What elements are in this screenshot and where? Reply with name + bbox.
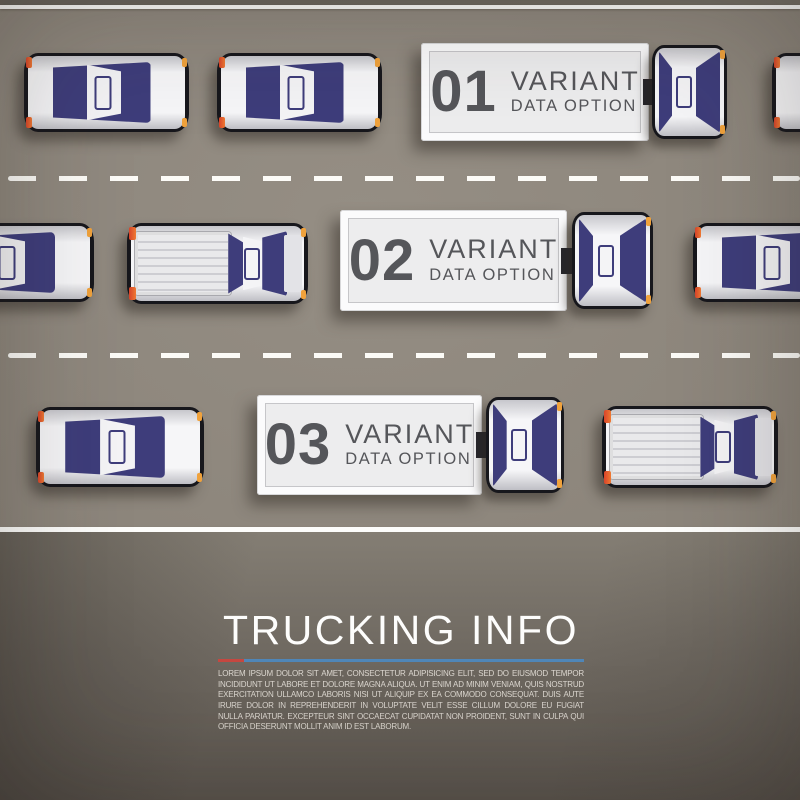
cab-sunroof	[675, 76, 692, 108]
cab-sunroof	[510, 429, 527, 461]
trailer-label-panel: 03 VARIANT DATA OPTION	[265, 403, 474, 487]
truck-trailer: 02 VARIANT DATA OPTION	[340, 210, 567, 311]
cab-rear-window	[659, 51, 673, 133]
car-sunroof	[0, 245, 16, 280]
marker-light	[87, 288, 92, 297]
tail-light	[695, 287, 701, 298]
tail-light	[26, 57, 32, 68]
tail-light	[38, 411, 44, 422]
tail-light	[774, 57, 780, 68]
marker-light	[182, 58, 187, 67]
pickup-bed	[135, 232, 231, 295]
option-number: 03	[264, 412, 332, 477]
pickup-bed	[610, 415, 703, 479]
sedan-car-partial	[772, 53, 800, 132]
tail-light	[26, 117, 32, 128]
pickup-windshield	[262, 231, 288, 296]
lane-divider-dashed-1	[8, 176, 800, 181]
trailer-label-panel: 02 VARIANT DATA OPTION	[348, 218, 559, 303]
tail-light	[774, 117, 780, 128]
option-label: VARIANT	[429, 234, 559, 265]
tail-light	[604, 471, 611, 484]
option-sublabel: DATA OPTION	[429, 265, 556, 284]
truck-trailer: 03 VARIANT DATA OPTION	[257, 395, 482, 495]
option-number: 01	[430, 59, 497, 124]
marker-light	[646, 217, 651, 226]
tail-light	[604, 410, 611, 423]
pickup-hood	[284, 235, 302, 292]
pickup-rear-window	[700, 416, 717, 478]
marker-light	[375, 58, 380, 67]
sedan-car-partial	[693, 223, 800, 302]
road-shoulder-line	[0, 527, 800, 532]
tail-light	[129, 287, 136, 300]
truck-hitch	[561, 247, 575, 274]
marker-light	[771, 411, 776, 420]
option-sublabel: DATA OPTION	[345, 450, 472, 469]
lane-divider-dashed-2	[8, 353, 800, 358]
pickup-rear-window	[228, 233, 245, 294]
truck-cab	[486, 397, 564, 493]
marker-light	[557, 402, 562, 411]
pickup-hood	[754, 418, 772, 476]
car-sunroof	[108, 430, 126, 464]
option-label: VARIANT	[510, 65, 640, 96]
semi-truck-option-3: 03 VARIANT DATA OPTION	[257, 395, 564, 495]
car-sunroof	[763, 245, 781, 280]
sedan-car	[36, 407, 204, 487]
tail-light	[695, 227, 701, 238]
truck-cab	[572, 212, 653, 309]
pickup-windshield	[733, 414, 758, 480]
underline-red-segment	[218, 659, 244, 663]
pickup-sunroof	[715, 431, 732, 463]
marker-light	[301, 290, 306, 299]
marker-light	[720, 125, 725, 134]
marker-light	[87, 228, 92, 237]
tail-light	[38, 472, 44, 483]
truck-trailer: 01 VARIANT DATA OPTION	[421, 43, 649, 141]
sedan-car	[217, 53, 382, 132]
car-sunroof	[287, 75, 305, 110]
option-label: VARIANT	[345, 418, 475, 449]
title-block: TRUCKING INFO LOREM IPSUM DOLOR SIT AMET…	[218, 607, 584, 733]
marker-light	[646, 295, 651, 304]
marker-light	[197, 473, 202, 482]
truck-cab	[652, 45, 727, 139]
semi-truck-option-2: 02 VARIANT DATA OPTION	[340, 210, 653, 311]
car-sunroof	[94, 75, 112, 110]
pickup-truck	[602, 406, 778, 488]
car-body	[776, 56, 800, 129]
option-sublabel: DATA OPTION	[510, 97, 637, 116]
road-edge-line	[0, 5, 800, 9]
marker-light	[182, 118, 187, 127]
marker-light	[197, 412, 202, 421]
pickup-sunroof	[243, 247, 260, 280]
underline-blue-segment	[244, 659, 584, 663]
marker-light	[771, 474, 776, 483]
tail-light	[219, 117, 225, 128]
tail-light	[219, 57, 225, 68]
semi-truck-option-1: 01 VARIANT DATA OPTION	[421, 43, 727, 141]
cab-rear-window	[579, 218, 594, 303]
trailer-label-panel: 01 VARIANT DATA OPTION	[429, 51, 641, 133]
sedan-car-partial	[0, 223, 94, 302]
pickup-truck	[127, 223, 308, 304]
tail-light	[129, 227, 136, 240]
title-underline	[218, 659, 584, 663]
poster-title: TRUCKING INFO	[223, 607, 579, 653]
road-top-strip	[0, 0, 800, 5]
poster-description: LOREM IPSUM DOLOR SIT AMET, CONSECTETUR …	[218, 669, 584, 732]
option-number: 02	[348, 227, 416, 293]
sedan-car	[24, 53, 189, 132]
cab-rear-window	[493, 403, 507, 487]
marker-light	[375, 118, 380, 127]
marker-light	[301, 228, 306, 237]
marker-light	[557, 479, 562, 488]
cab-sunroof	[598, 244, 615, 277]
marker-light	[720, 50, 725, 59]
info-section	[0, 532, 800, 800]
